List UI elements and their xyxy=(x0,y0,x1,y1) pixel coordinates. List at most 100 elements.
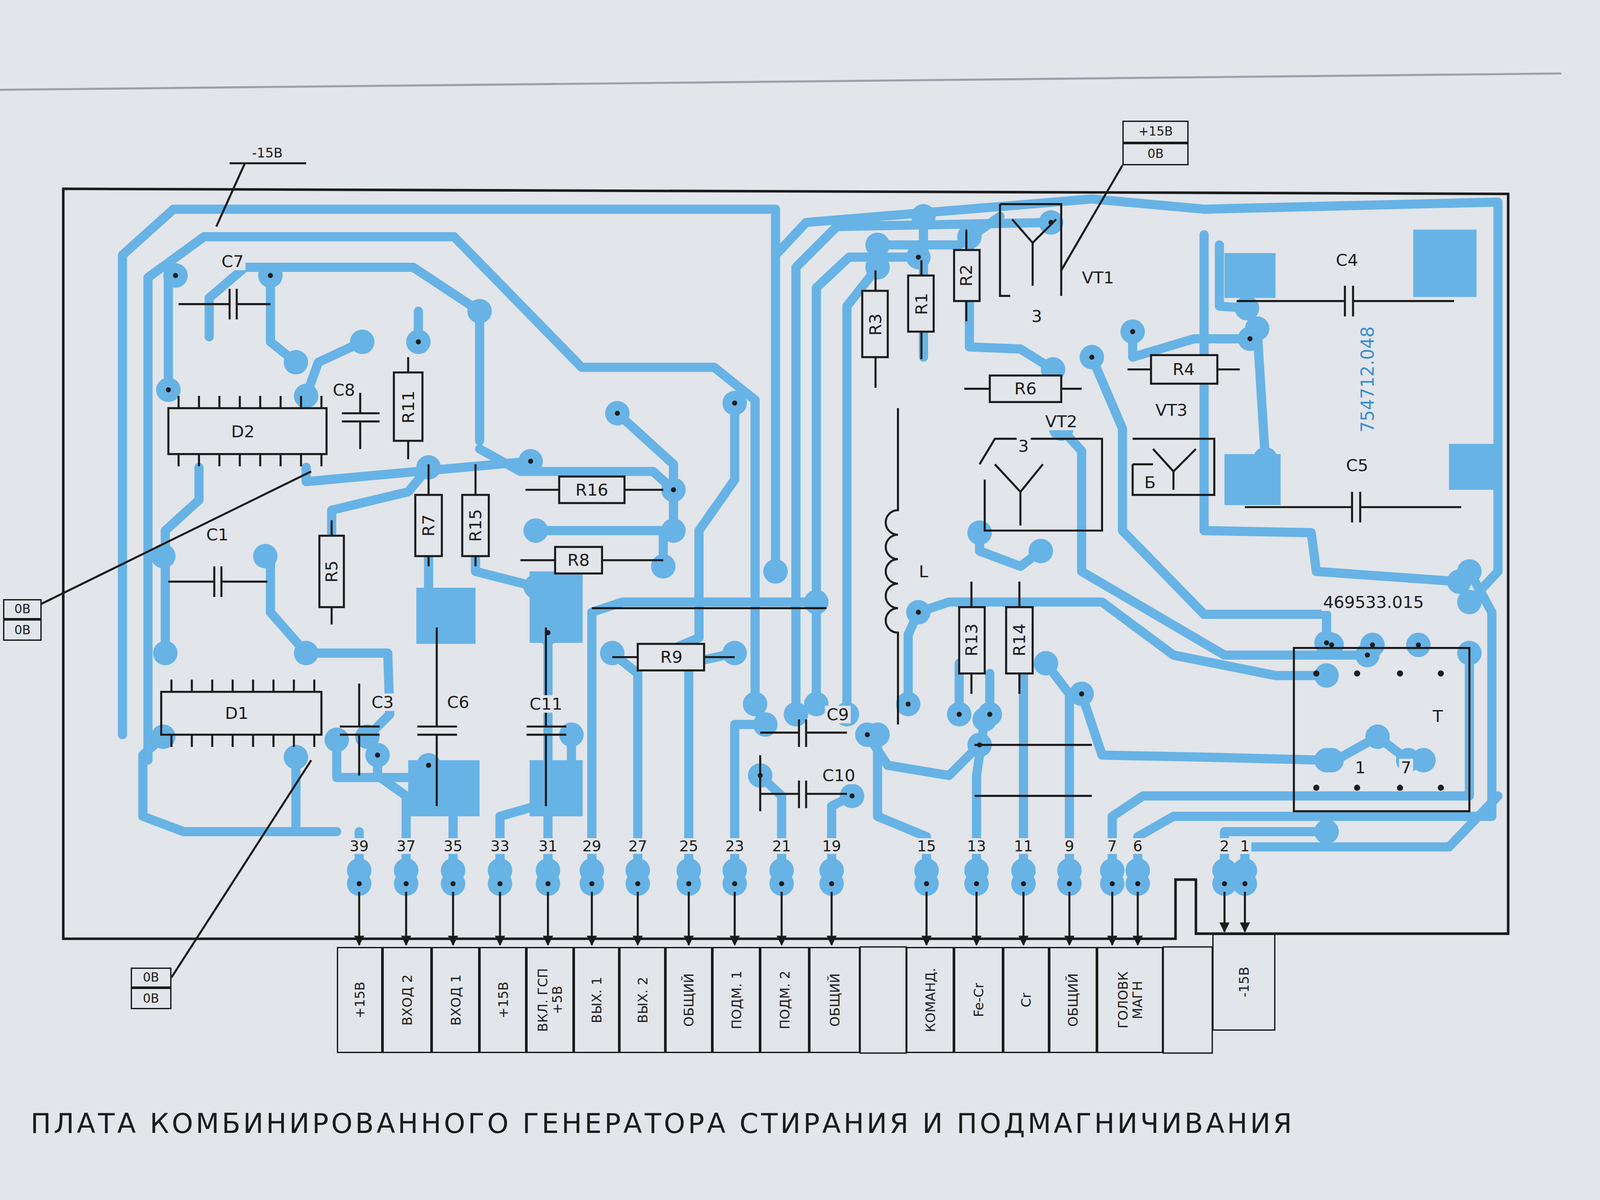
component-label: C7 xyxy=(219,252,246,271)
copper-trace xyxy=(796,222,1052,715)
copper-trace xyxy=(969,236,1054,370)
component-label: VT3 xyxy=(1153,401,1190,419)
pin-number: 13 xyxy=(965,838,988,854)
box-text: ГОЛОВК МАГН xyxy=(1115,952,1145,1048)
component-label: 469533.015 xyxy=(1321,593,1426,611)
component-label: C6 xyxy=(445,693,472,711)
component-label: R11 xyxy=(399,389,418,426)
box-text: ВЫХ. 1 xyxy=(589,952,604,1048)
box-text: ОБЩИЙ xyxy=(1065,952,1081,1048)
wire-lines xyxy=(591,608,1092,797)
box-text: +15В xyxy=(352,952,368,1048)
box-text: -15В xyxy=(1236,939,1252,1026)
component-label: T xyxy=(1430,707,1445,725)
component-label: 3 xyxy=(1016,437,1031,455)
copper-trace xyxy=(270,561,307,654)
copper-pads xyxy=(163,216,1470,884)
pin-arrow xyxy=(358,891,361,945)
component-label: R8 xyxy=(565,551,592,569)
resistor-leads xyxy=(331,229,1240,694)
connector-pin-box: ВЫХ. 1 xyxy=(573,946,620,1054)
component-label: R14 xyxy=(1010,621,1029,658)
copper-trace xyxy=(591,602,817,871)
resistor-symbols xyxy=(319,250,1218,674)
coil-symbol xyxy=(885,408,898,725)
transformer-outline xyxy=(1293,647,1470,811)
component-label: VT1 xyxy=(1080,268,1116,287)
connector-pin-box: ВХОД 2 xyxy=(382,946,432,1054)
connector-pin-box: -15В xyxy=(1212,933,1276,1031)
copper-trace xyxy=(142,736,337,832)
chip-outline xyxy=(161,691,322,735)
component-label: C4 xyxy=(1334,251,1361,269)
box-text: 0В xyxy=(14,603,31,616)
resistor-symbol xyxy=(1006,607,1033,674)
box-text: КОМАНД. xyxy=(922,952,938,1048)
resistor-symbol xyxy=(862,290,888,358)
connector-pin-box: ОБЩИЙ xyxy=(809,946,861,1054)
blank-connector-box xyxy=(1163,946,1213,1054)
pin-number: 9 xyxy=(1062,838,1076,854)
copper-trace xyxy=(270,275,297,363)
component-label: L xyxy=(917,562,930,581)
component-label: C5 xyxy=(1344,456,1371,475)
pin-number: 29 xyxy=(580,838,604,854)
copper-trace xyxy=(122,209,776,735)
copper-trace xyxy=(617,413,674,531)
box-text: ПОДМ. 2 xyxy=(777,952,793,1048)
pin-number: 37 xyxy=(394,838,418,854)
copper-trace xyxy=(816,257,919,704)
component-label: R3 xyxy=(866,311,885,338)
component-label: R7 xyxy=(419,512,438,539)
voltage-cell: +15В xyxy=(1122,120,1189,143)
box-text: Fe-Cr xyxy=(971,952,986,1048)
pin-arrow xyxy=(546,891,550,945)
component-label: C9 xyxy=(825,705,851,724)
chip-outline xyxy=(168,408,327,455)
copper-trace xyxy=(147,236,755,761)
resistor-symbol xyxy=(959,607,985,674)
component-label: R16 xyxy=(573,481,611,499)
pin-number: 2 xyxy=(1217,838,1232,854)
component-label: R5 xyxy=(322,558,341,585)
component-label: C1 xyxy=(204,525,231,544)
component-label: C8 xyxy=(331,381,358,399)
connector-pin-box: КОМАНД. xyxy=(906,946,954,1054)
box-text: ПОДМ. 1 xyxy=(728,952,744,1048)
pin-arrow xyxy=(1223,891,1226,932)
pin-number: 27 xyxy=(626,838,649,854)
pin-arrow xyxy=(1136,891,1140,945)
copper-traces xyxy=(122,199,1498,871)
component-label: R9 xyxy=(658,648,685,666)
voltage-cell: 0В xyxy=(130,987,172,1010)
box-text: 0В xyxy=(142,971,160,984)
component-label: R4 xyxy=(1170,360,1197,379)
connector-pin-box: +15В xyxy=(336,946,383,1054)
resistor-symbol xyxy=(989,375,1062,402)
capacitor-symbols xyxy=(168,285,1462,811)
copper-fill xyxy=(1413,229,1477,297)
connector-pin-box: ПОДМ. 1 xyxy=(712,946,761,1054)
copper-trace xyxy=(1244,796,1498,871)
component-label: 7 xyxy=(1399,758,1414,777)
pin-number: 31 xyxy=(536,838,560,854)
voltage-callout: -15В xyxy=(250,146,285,161)
pin-arrow xyxy=(636,891,640,945)
resistor-symbol xyxy=(319,535,344,608)
component-label: Б xyxy=(1142,473,1158,492)
connector-pin-box: ВХОД 1 xyxy=(431,946,480,1054)
pin-arrow xyxy=(499,891,502,945)
pin-arrow xyxy=(975,891,978,945)
component-label: 1 xyxy=(1353,758,1368,777)
box-text: ВХОД 2 xyxy=(400,952,415,1048)
pin-number: 11 xyxy=(1012,838,1035,854)
voltage-cell: 0В xyxy=(3,599,42,620)
board-outline xyxy=(63,188,1508,939)
pin-arrow xyxy=(925,891,928,945)
component-label: D1 xyxy=(223,704,250,722)
resistor-symbol xyxy=(953,250,980,301)
pin-arrow xyxy=(452,891,455,945)
copper-fill xyxy=(1224,253,1276,298)
component-label: C10 xyxy=(820,766,858,785)
